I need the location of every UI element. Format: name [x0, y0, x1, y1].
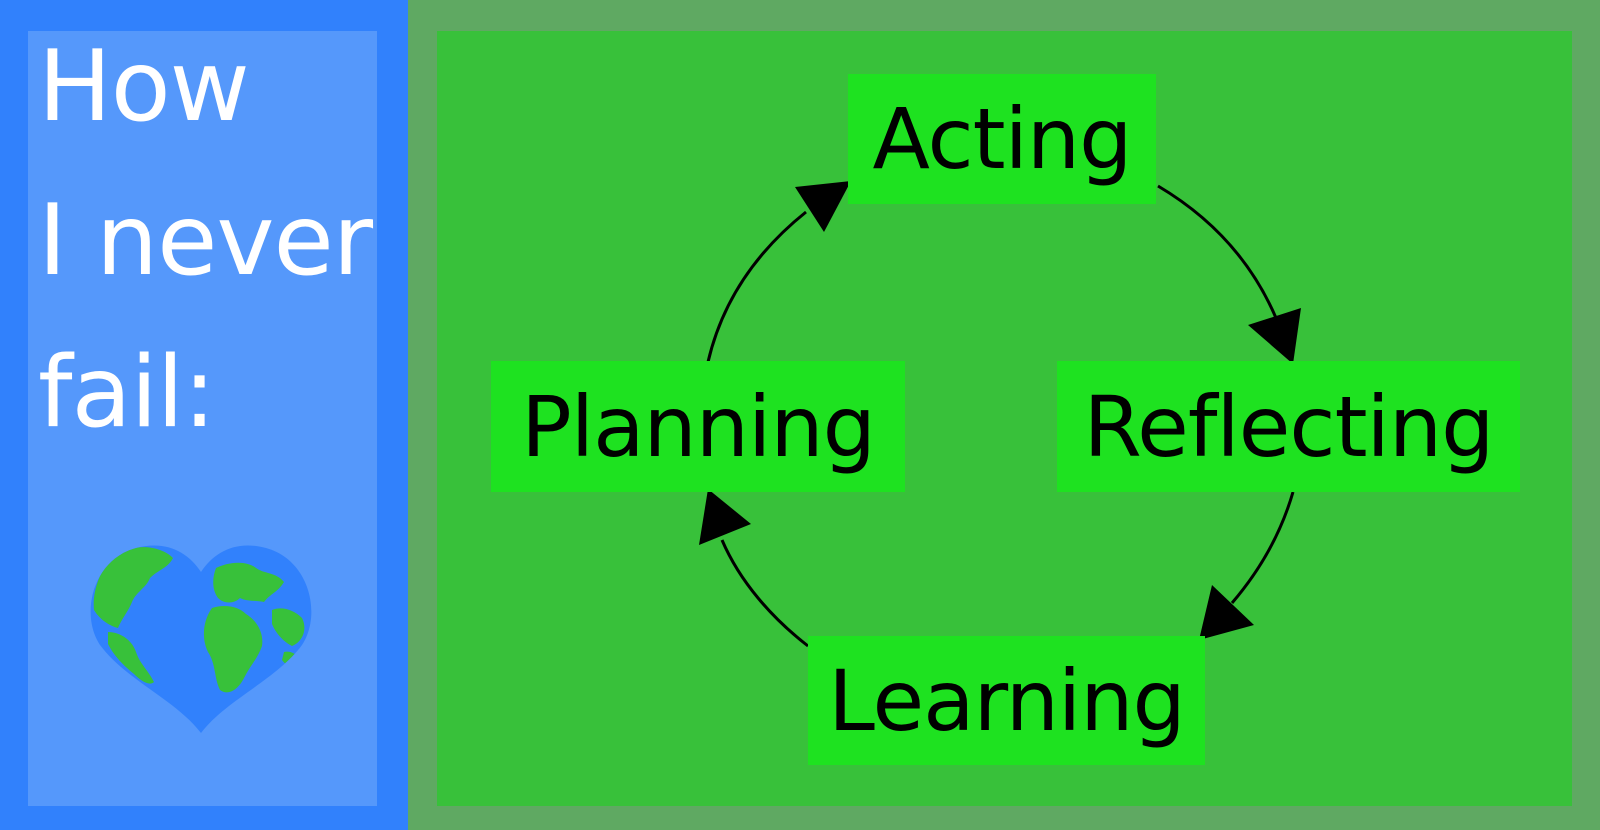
node-planning: Planning — [491, 361, 905, 492]
arrowhead-planning — [699, 489, 751, 545]
title-line-2: I never — [38, 184, 373, 298]
node-learning: Learning — [808, 636, 1205, 765]
arrowhead-reflecting — [1248, 308, 1301, 364]
node-acting-label: Acting — [872, 90, 1132, 188]
node-acting: Acting — [848, 74, 1156, 204]
arrow-learning-to-planning — [720, 539, 809, 648]
node-reflecting-label: Reflecting — [1083, 377, 1495, 476]
node-learning-label: Learning — [828, 651, 1186, 750]
arrow-reflecting-to-learning — [1230, 491, 1295, 604]
title-line-1: How — [38, 30, 250, 144]
heart-globe-icon — [90, 545, 312, 733]
arrow-acting-to-reflecting — [1157, 184, 1278, 319]
node-reflecting: Reflecting — [1057, 361, 1520, 492]
arrowhead-acting — [795, 181, 851, 232]
arrow-planning-to-acting — [706, 210, 807, 363]
node-planning-label: Planning — [521, 377, 876, 476]
arrowhead-learning — [1199, 585, 1254, 640]
title-line-3: fail: — [38, 336, 216, 450]
